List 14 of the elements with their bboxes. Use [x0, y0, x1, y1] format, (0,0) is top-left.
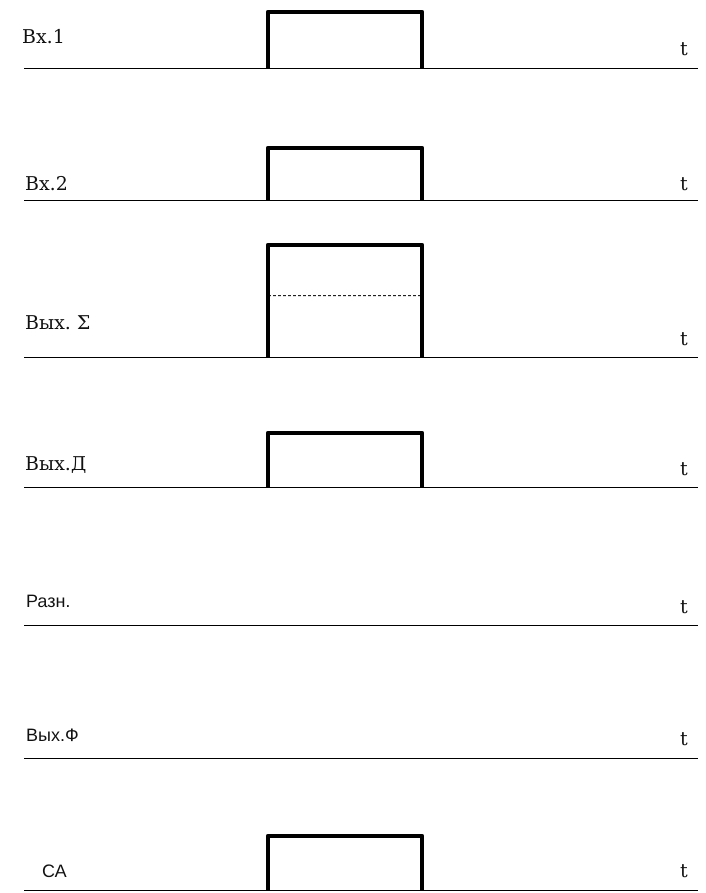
signal-name: Вх.1	[22, 28, 65, 47]
signal-name: СА	[42, 862, 67, 880]
axis-label: t	[680, 175, 688, 194]
signal-name: Разн.	[26, 592, 70, 610]
axis-label: t	[680, 40, 688, 59]
signal-name: Вх.2	[25, 175, 68, 194]
signal-name: Вых.Ф	[26, 726, 79, 744]
signal-name: Вых.Д	[25, 455, 86, 474]
axis-label: t	[680, 598, 688, 617]
signal-name: Вых. Σ	[25, 314, 90, 333]
axis-label: t	[680, 330, 688, 349]
axis-label: t	[680, 862, 688, 881]
axis-label: t	[680, 460, 688, 479]
axis-label: t	[680, 730, 688, 749]
